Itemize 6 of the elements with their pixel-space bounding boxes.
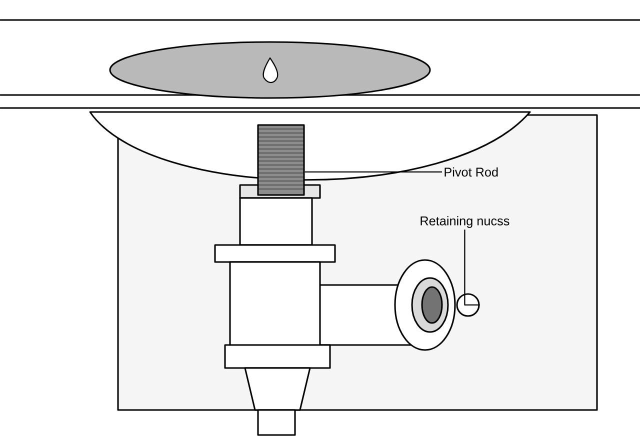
threaded-rod — [257, 124, 305, 196]
knob — [456, 293, 480, 317]
leader-line — [304, 171, 442, 173]
leader-line — [464, 230, 480, 306]
part-label: Retaining nucss — [420, 216, 510, 228]
part-label: Pivot Rod — [444, 167, 498, 177]
